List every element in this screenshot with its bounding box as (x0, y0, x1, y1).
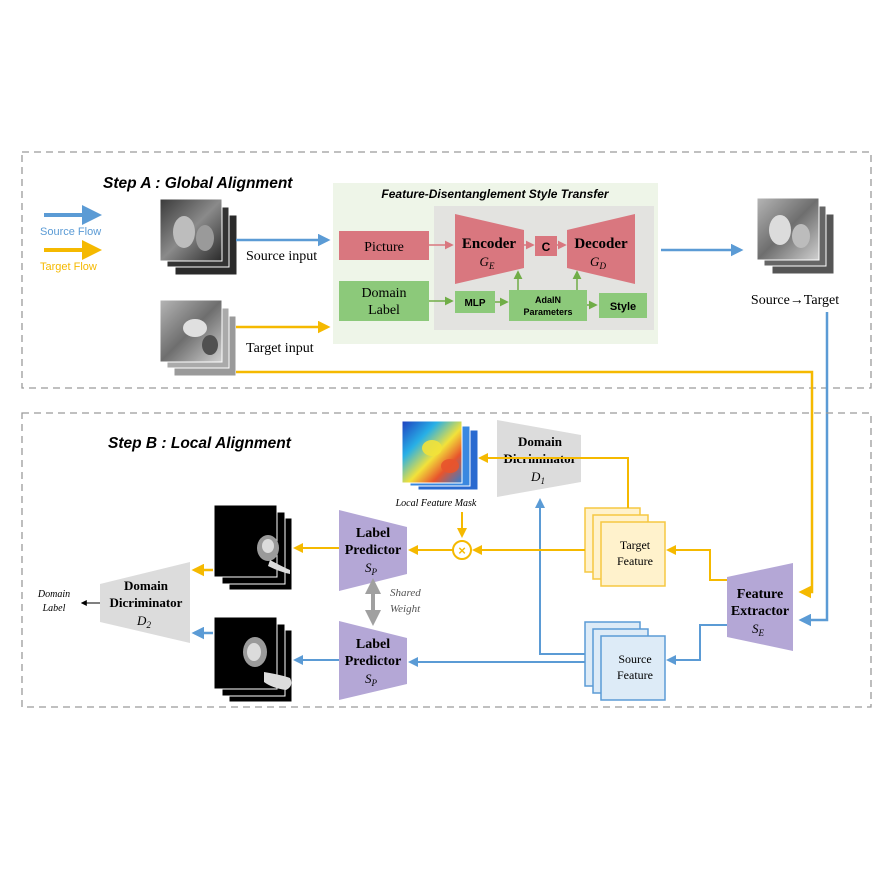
decoder-block (567, 214, 635, 284)
step-a-border (21, 151, 872, 389)
target-feature-to-d1-arrow (583, 457, 629, 508)
decoder-symbol: GD (590, 254, 606, 271)
extractor-to-target-feature-arrow (666, 545, 727, 581)
label-predictor-top-symbol: SP (365, 560, 378, 577)
target-feature-line2: Feature (617, 554, 653, 568)
source-to-target-label: Source→Target (751, 293, 839, 308)
label-predictor-bottom-line2: Predictor (345, 654, 402, 669)
style-box (599, 293, 647, 318)
domain-discriminator-1-line1: Domain (518, 434, 563, 449)
adain-line2: Parameters (523, 307, 572, 317)
source-feature-to-d1-arrow (535, 498, 585, 655)
source-segmentation-stack (213, 616, 293, 703)
domain-discriminator-2-line2: Dicriminator (110, 595, 183, 610)
adain-line1: AdaIN (535, 295, 561, 305)
domain-label-output-line1: Domain (37, 589, 70, 600)
local-feature-mask-label: Local Feature Mask (395, 498, 477, 509)
source-to-target-flow-line (798, 312, 829, 627)
extractor-to-source-feature-arrow (666, 624, 727, 665)
domain-discriminator-2-block (100, 562, 190, 643)
legend-source-label: Source Flow (40, 226, 101, 238)
label-predictor-top-line1: Label (356, 526, 390, 541)
style-transfer-title: Feature-Disentanglement Style Transfer (381, 187, 610, 201)
domain-label-box (339, 281, 429, 321)
adain-box (509, 290, 587, 321)
domain-label-line1: Domain (361, 286, 406, 301)
target-input-label: Target input (246, 341, 314, 356)
target-feature-line1: Target (620, 538, 651, 552)
label-predictor-top-line2: Predictor (345, 543, 402, 558)
legend-target-label: Target Flow (40, 261, 97, 273)
step-b-title: Step B : Local Alignment (108, 435, 292, 452)
picture-box (339, 231, 429, 260)
step-a-title: Step A : Global Alignment (103, 175, 293, 192)
source-input-label: Source input (246, 249, 317, 264)
target-input-flow-line (236, 370, 814, 599)
mlp-box (455, 291, 495, 313)
domain-discriminator-1-symbol: D1 (530, 469, 545, 486)
label-predictor-top-block (339, 510, 407, 591)
source-feature-line2: Feature (617, 668, 653, 682)
target-image-stack (159, 299, 237, 377)
shared-weight-line1: Shared (390, 587, 421, 599)
label-predictor-bottom-block (339, 621, 407, 700)
domain-label-output-line2: Label (42, 603, 66, 614)
source-feature-stack (584, 621, 666, 701)
multiply-icon: × (458, 543, 466, 558)
encoder-label: Encoder (462, 236, 517, 252)
concat-box (535, 236, 557, 256)
concat-label: C (542, 240, 551, 254)
label-predictor-bottom-line1: Label (356, 637, 390, 652)
feature-extractor-line1: Feature (737, 587, 783, 602)
step-b-border (21, 412, 872, 708)
shared-weight-line2: Weight (390, 603, 421, 615)
encoder-symbol: GE (480, 254, 495, 271)
feature-extractor-symbol: SE (752, 621, 765, 638)
label-predictor-bottom-symbol: SP (365, 671, 378, 688)
feature-extractor-line2: Extractor (731, 604, 789, 619)
feature-extractor-block (727, 563, 793, 651)
mlp-label: MLP (464, 298, 485, 309)
target-feature-stack (584, 507, 666, 587)
target-segmentation-stack (213, 504, 293, 591)
domain-discriminator-2-symbol: D2 (136, 613, 151, 630)
source-feature-line1: Source (618, 652, 651, 666)
domain-discriminator-2-line1: Domain (124, 578, 169, 593)
style-label: Style (610, 301, 636, 313)
source-to-target-image-stack (756, 197, 835, 275)
picture-label: Picture (364, 240, 404, 255)
local-feature-mask-stack (401, 420, 479, 491)
decoder-label: Decoder (574, 236, 628, 252)
source-image-stack (159, 198, 238, 276)
encoder-block (455, 214, 524, 284)
domain-label-line2: Label (368, 303, 400, 318)
